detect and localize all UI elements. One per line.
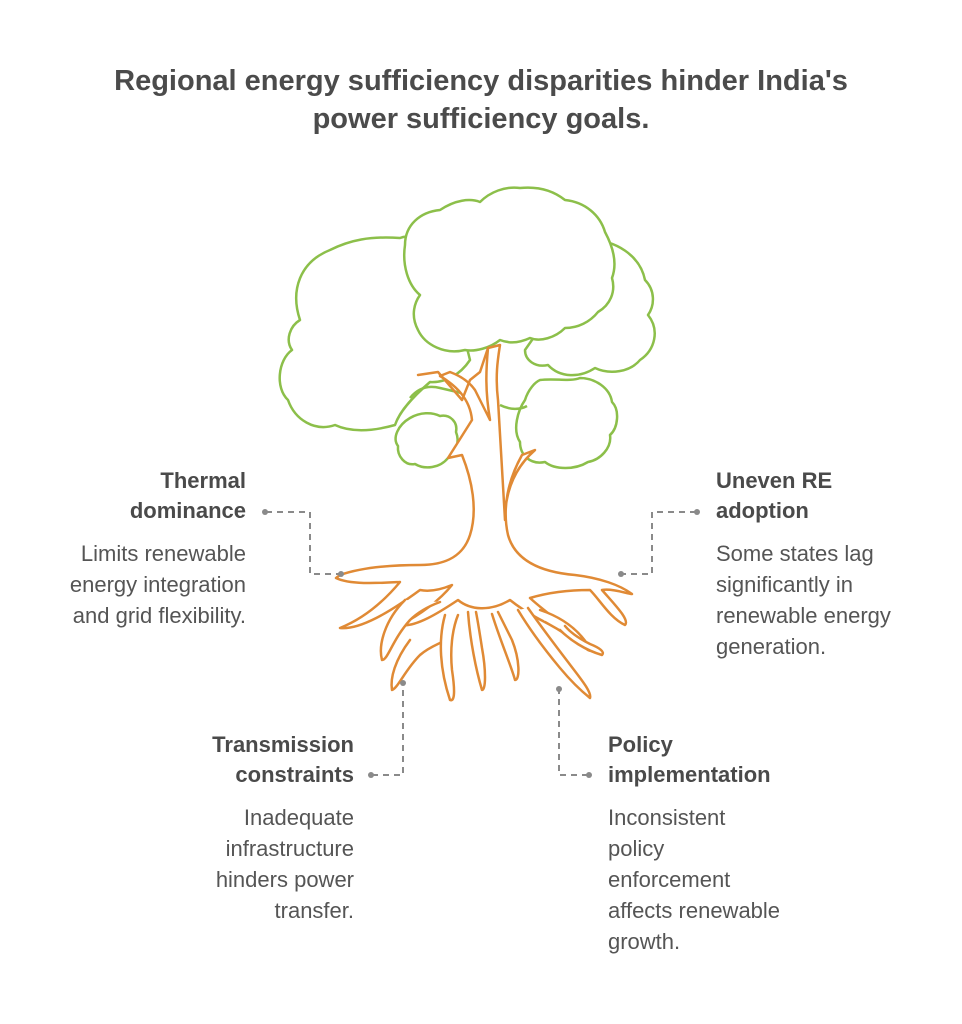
connector-policy [558,690,588,776]
root-8 [558,624,605,657]
canopy-cloud-mid-left [394,412,459,469]
item-transmission-constraints: Transmission constraints Inadequate infr… [140,730,354,926]
item-description: Limits renewable energy integration and … [69,541,246,628]
connector-uneven-re [622,511,696,575]
root-6 [516,606,592,700]
root-3 [439,613,460,702]
root-1 [379,598,442,662]
canopy-cloud-mid-right [514,376,619,470]
connector-thermal [266,511,340,575]
connector-dot-thermal-start [262,509,268,515]
tree-branch-left [416,346,490,402]
root-5 [490,610,520,682]
diagram-title: Regional energy sufficiency disparities … [0,62,962,138]
connector-dot-uneven-end [618,571,624,577]
tree-trunk-roots [334,343,634,702]
root-4 [466,610,487,692]
tree-trunk [334,343,634,630]
item-description: Inconsistent policy enforcement affects … [608,805,781,954]
connector-dot-policy-end [556,686,562,692]
connector-dots [262,509,700,778]
item-heading: Thermal dominance [129,468,246,523]
connector-dot-uneven-start [694,509,700,515]
item-thermal-dominance: Thermal dominance Limits renewable energ… [20,466,246,631]
item-description: Some states lag significantly in renewab… [716,541,891,659]
item-policy-implementation: Policy implementation Inconsistent polic… [608,730,848,957]
connector-dot-transmission-end [400,680,406,686]
connector-dot-transmission-start [368,772,374,778]
item-heading: Uneven RE adoption [716,468,833,523]
title-line-1: Regional energy sufficiency disparities … [114,65,848,97]
tree-canopy [278,186,656,470]
connector-dot-policy-start [586,772,592,778]
connectors [266,511,696,776]
root-2 [390,638,444,692]
title-line-2: power sufficiency goals. [312,103,650,135]
item-heading: Transmission constraints [212,732,354,787]
canopy-cloud-under-right [499,403,528,411]
connector-dot-thermal-end [338,571,344,577]
connector-transmission [372,684,404,776]
item-heading: Policy implementation [608,732,771,787]
canopy-cloud-top [403,186,616,353]
canopy-cloud-under [409,385,471,399]
item-description: Inadequate infrastructure hinders power … [215,805,354,923]
item-uneven-re-adoption: Uneven RE adoption Some states lag signi… [716,466,956,662]
